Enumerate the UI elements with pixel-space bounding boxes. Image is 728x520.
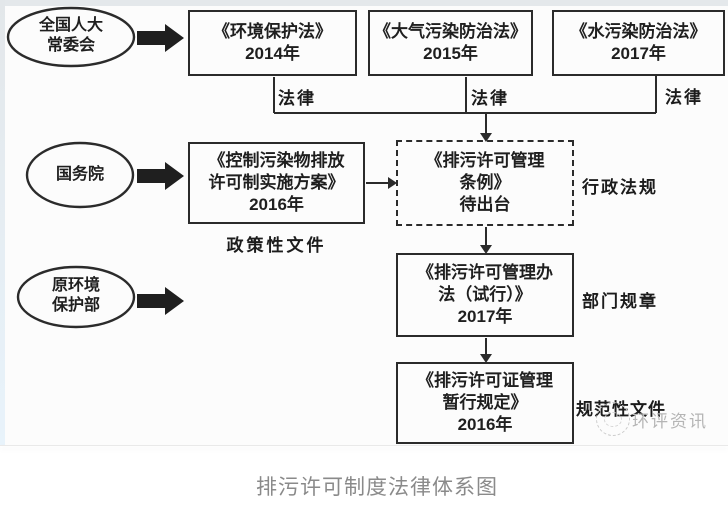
figure-caption: 排污许可制度法律体系图 (256, 476, 498, 499)
env-protection-law-box: 《环境保护法》 2014年 (188, 10, 357, 76)
permit-implementation-plan-text: 《控制污染物排放 许可制实施方案》 2016年 (208, 151, 345, 214)
permit-implementation-plan-box: 《控制污染物排放 许可制实施方案》 2016年 (188, 142, 365, 224)
permit-provisional-rules-box: 《排污许可证管理 暂行规定》 2016年 (396, 362, 574, 444)
npc-thick-arrow (137, 24, 184, 52)
air-pollution-law-box: 《大气污染防治法》 2015年 (368, 10, 533, 76)
water-pollution-law-text: 《水污染防治法》 2017年 (570, 22, 707, 63)
diagram-canvas: 全国人大 常委会 国务院 原环境 保护部 《环境保护法》 2014年 《大气污染… (0, 0, 728, 446)
category-law-label-2: 法律 (471, 89, 509, 108)
permit-regulation-box: 《排污许可管理 条例》 待出台 (396, 140, 574, 226)
permit-regulation-text: 《排污许可管理 条例》 待出台 (425, 151, 545, 214)
permit-measures-box: 《排污许可管理办 法（试行）》 2017年 (396, 253, 574, 337)
divider (0, 445, 728, 446)
category-administrative-regulation-label: 行政法规 (582, 178, 658, 197)
left-edge-tint (0, 0, 5, 446)
top-edge-tint (0, 0, 728, 6)
category-law-label-1: 法律 (278, 89, 316, 108)
category-policy-document-label: 政策性文件 (226, 236, 327, 255)
entity-state-council-label: 国务院 (55, 166, 104, 183)
category-law-label-3: 法律 (665, 88, 703, 107)
water-pollution-law-box: 《水污染防治法》 2017年 (552, 10, 725, 76)
permit-provisional-rules-text: 《排污许可证管理 暂行规定》 2016年 (417, 371, 553, 434)
mep-thick-arrow (137, 287, 184, 315)
air-pollution-law-text: 《大气污染防治法》 2015年 (374, 22, 527, 63)
entity-npc-label: 全国人大 常委会 (38, 17, 103, 54)
watermark-text: 环评资讯 (632, 412, 708, 431)
watermark-logo-icon (596, 402, 630, 436)
env-protection-law-text: 《环境保护法》 2014年 (213, 22, 332, 63)
permit-measures-text: 《排污许可管理办 法（试行）》 2017年 (417, 263, 553, 326)
category-departmental-rule-label: 部门规章 (582, 292, 658, 311)
state-council-thick-arrow (137, 162, 184, 190)
laws-bus-line (273, 76, 657, 114)
entity-mep-label: 原环境 保护部 (51, 277, 100, 314)
